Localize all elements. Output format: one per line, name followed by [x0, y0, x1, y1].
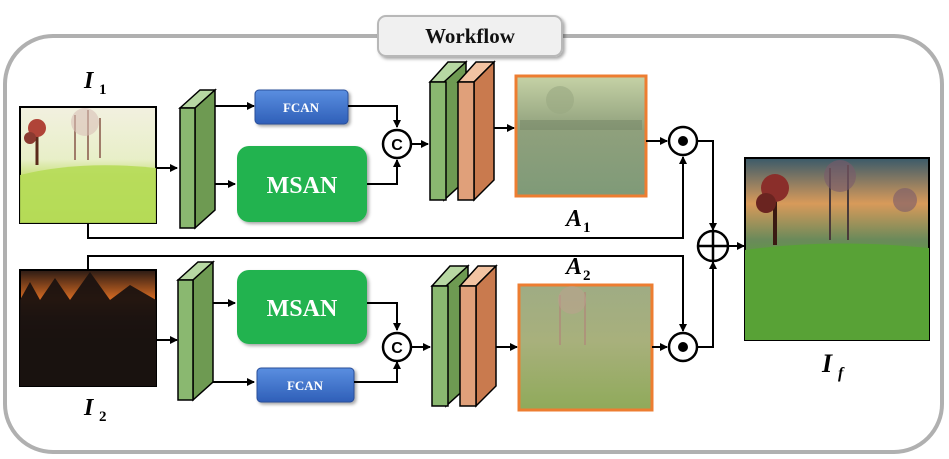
- fcan-top-label: FCAN: [283, 100, 320, 115]
- svg-text:2: 2: [99, 409, 107, 425]
- fused-output-image: [744, 157, 930, 341]
- svg-text:f: f: [838, 365, 845, 382]
- label-fused: I f: [821, 349, 845, 382]
- svg-text:I: I: [83, 68, 95, 94]
- msan-top-block: [237, 146, 367, 222]
- decoder-conv-top: [428, 60, 496, 202]
- decoder-conv-bottom: [430, 264, 498, 408]
- multiply-op-top: [667, 125, 699, 157]
- label-attn-1: A 1: [564, 206, 591, 236]
- msan-bottom-label: MSAN: [267, 296, 338, 322]
- attention-map-1: [514, 74, 648, 198]
- attention-map-2: [517, 283, 654, 412]
- add-op: [696, 229, 730, 263]
- fcan-bottom-label: FCAN: [287, 378, 324, 393]
- fcan-bottom-block: [256, 367, 355, 403]
- multiply-op-bottom: [667, 331, 699, 363]
- svg-text:2: 2: [583, 268, 591, 284]
- label-attn-2: A 2: [564, 254, 591, 284]
- title-box: [377, 15, 563, 57]
- svg-text:I: I: [821, 349, 833, 378]
- label-input-1: I 1: [83, 68, 107, 98]
- input-image-2: [19, 269, 157, 387]
- conv-block-top: [178, 88, 217, 230]
- conv-block-bottom: [176, 260, 215, 402]
- svg-text:I: I: [83, 395, 95, 421]
- svg-text:A: A: [564, 254, 582, 280]
- title-text: Workflow: [425, 24, 516, 48]
- msan-top-label: MSAN: [267, 173, 338, 199]
- svg-text:1: 1: [583, 220, 591, 236]
- msan-bottom-block: [237, 270, 367, 344]
- svg-text:1: 1: [99, 82, 107, 98]
- svg-text:A: A: [564, 206, 582, 232]
- concat-op-top-label: C: [391, 137, 403, 154]
- concat-op-bottom-label: C: [391, 340, 403, 357]
- input-image-1: [19, 106, 157, 224]
- label-input-2: I 2: [83, 395, 107, 425]
